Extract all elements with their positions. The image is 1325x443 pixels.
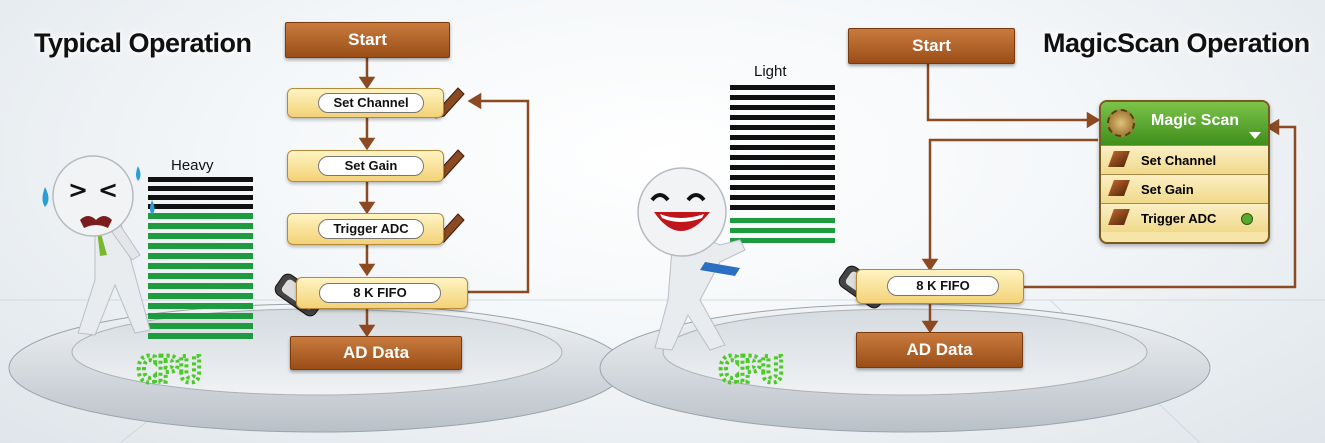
stressed-character-illustration: > <: [43, 156, 155, 335]
magic-item-label: Set Gain: [1141, 182, 1194, 197]
magicscan-operation-title: MagicScan Operation: [1043, 28, 1310, 59]
left-fifo-box: 8 K FIFO: [296, 277, 468, 309]
magic-scan-header: Magic Scan: [1101, 102, 1268, 145]
magic-item-label: Trigger ADC: [1141, 211, 1216, 226]
gear-icon: [1107, 109, 1135, 137]
step-label: Trigger ADC: [318, 219, 424, 239]
magic-item-set-gain: Set Gain: [1101, 174, 1268, 203]
magic-item-label: Set Channel: [1141, 153, 1216, 168]
svg-text:CPU: CPU: [136, 350, 201, 391]
pencil-icon: [1108, 151, 1130, 167]
step-label: Set Channel: [318, 93, 424, 113]
heavy-label: Heavy: [171, 157, 214, 174]
pencil-icon: [1108, 180, 1130, 196]
fifo-label: 8 K FIFO: [319, 283, 441, 303]
svg-text:<: <: [98, 176, 118, 204]
right-ad-data-box: AD Data: [856, 332, 1023, 368]
magic-item-set-channel: Set Channel: [1101, 145, 1268, 174]
cpu-led-text-left: CPU: [136, 350, 201, 391]
magic-scan-title: Magic Scan: [1151, 112, 1239, 130]
right-start-box: Start: [848, 28, 1015, 64]
right-fifo-box: 8 K FIFO: [856, 269, 1024, 304]
light-label: Light: [754, 63, 787, 80]
left-step-set-channel: Set Channel: [287, 88, 444, 118]
chevron-down-icon: [1249, 132, 1261, 139]
cpu-led-text-right: CPU: [718, 350, 783, 391]
svg-text:>: >: [68, 176, 88, 204]
heavy-load-bars: [148, 177, 253, 339]
magic-scan-panel: Magic Scan Set Channel Set Gain Trigger …: [1099, 100, 1270, 244]
step-label: Set Gain: [318, 156, 424, 176]
magic-item-trigger-adc: Trigger ADC: [1101, 203, 1268, 232]
right-platform: [600, 304, 1210, 432]
light-load-bars: [730, 85, 835, 243]
pencil-icon: [1108, 209, 1130, 225]
left-step-set-gain: Set Gain: [287, 150, 444, 182]
svg-text:CPU: CPU: [718, 350, 783, 391]
left-ad-data-box: AD Data: [290, 336, 462, 370]
status-dot-icon: [1241, 213, 1253, 225]
fifo-label: 8 K FIFO: [887, 276, 999, 296]
left-start-box: Start: [285, 22, 450, 58]
left-step-trigger-adc: Trigger ADC: [287, 213, 444, 245]
typical-operation-title: Typical Operation: [34, 28, 252, 59]
